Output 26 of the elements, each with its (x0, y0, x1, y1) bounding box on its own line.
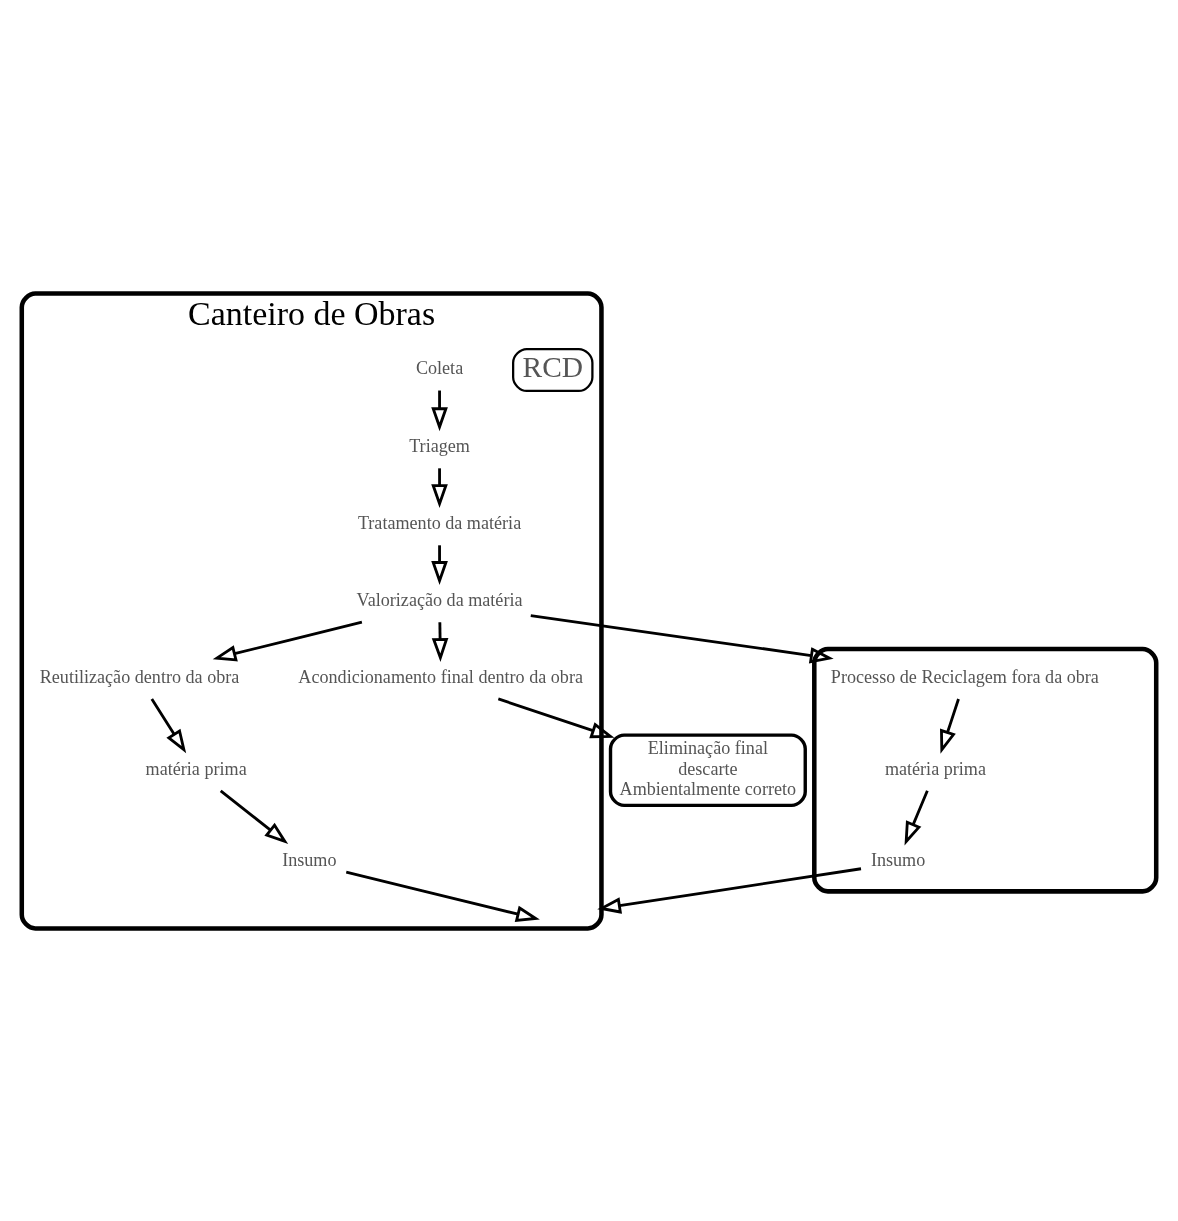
arrow (940, 698, 960, 754)
arrow (431, 390, 448, 431)
node-text: Insumo (282, 849, 337, 870)
arrow (431, 544, 448, 585)
node-box: RCD (512, 347, 594, 392)
node-text: matéria prima (884, 758, 986, 779)
arrow (904, 789, 929, 845)
arrow (597, 866, 862, 914)
node-text: Triagem (409, 435, 470, 456)
arrow (212, 620, 363, 661)
node-text: Valorização da matéria (356, 589, 523, 610)
node-text: Acondicionamento final dentro da obra (298, 666, 583, 687)
node-text: matéria prima (145, 758, 247, 779)
node-box: Eliminação final descarte Ambientalmente correto (608, 732, 807, 807)
node-text: Reutilização dentro da obra (39, 666, 240, 687)
cluster (812, 646, 1159, 894)
arrow (530, 613, 834, 664)
node-text: Tratamento da matéria (357, 512, 522, 533)
arrow (345, 870, 540, 922)
arrow (219, 789, 289, 844)
node-text: Processo de Reciclagem fora da obra (830, 666, 1099, 687)
arrow (150, 697, 187, 753)
arrow (431, 467, 448, 508)
node-text: Insumo (870, 849, 926, 870)
arrow (497, 697, 615, 738)
node-text: Coleta (415, 357, 464, 378)
